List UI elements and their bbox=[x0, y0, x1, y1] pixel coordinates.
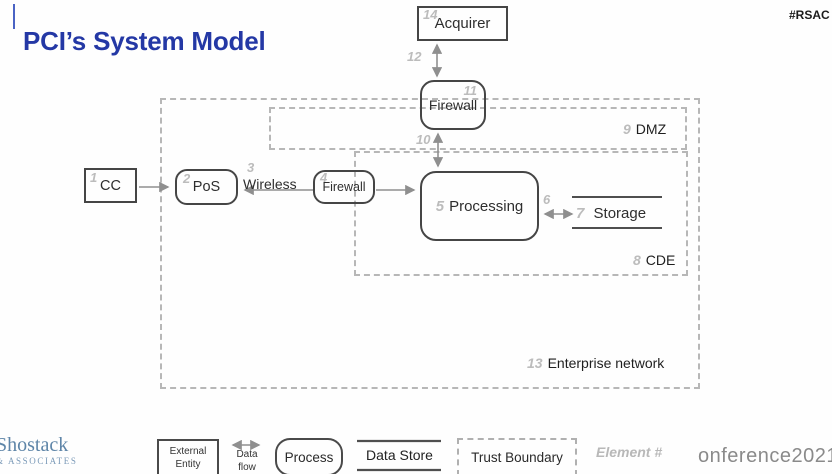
cc-label: CC bbox=[100, 177, 121, 194]
legend-data-flow-line1: Data bbox=[236, 449, 258, 460]
firewall-cde-process: 4 Firewall bbox=[313, 170, 375, 204]
firewall-dmz-element-number: 11 bbox=[463, 83, 478, 98]
firewall-cde-label: Firewall bbox=[322, 180, 366, 194]
processing-label: Processing bbox=[449, 197, 524, 215]
legend-external-entity-line2: Entity bbox=[175, 459, 201, 470]
wireless-flow-label: Wireless bbox=[243, 176, 297, 192]
cde-element-number: 8 bbox=[633, 252, 641, 268]
pos-element-number: 2 bbox=[183, 171, 191, 186]
acquirer-label: Acquirer bbox=[434, 15, 491, 32]
processing-element-number: 5 bbox=[435, 197, 445, 215]
conference-wordmark: onference2021 bbox=[698, 445, 832, 467]
accent-bar bbox=[13, 4, 15, 29]
legend-data-store-label: Data Store bbox=[366, 447, 433, 463]
legend-trust-boundary-label: Trust Boundary bbox=[471, 449, 563, 465]
legend-process: Process bbox=[275, 438, 343, 474]
enterprise-element-number: 13 bbox=[527, 355, 543, 371]
cc-external-entity: 1 CC bbox=[84, 168, 137, 203]
dmz-boundary bbox=[269, 107, 687, 150]
legend-element-number: Element # bbox=[596, 444, 663, 460]
legend-trust-boundary: Trust Boundary bbox=[457, 438, 577, 474]
legend-process-label: Process bbox=[284, 449, 334, 465]
processing-process: 5 Processing bbox=[420, 171, 539, 241]
storage-data-store: 7 Storage bbox=[576, 205, 646, 222]
pos-process: 2 PoS bbox=[175, 169, 238, 205]
rsac-hashtag: #RSAC bbox=[789, 8, 830, 22]
cde-label-text: CDE bbox=[645, 252, 676, 268]
storage-label: Storage bbox=[593, 205, 647, 222]
shostack-logo-subtitle: & ASSOCIATES bbox=[0, 456, 78, 466]
cc-element-number: 1 bbox=[90, 170, 98, 185]
legend-data-flow: Data flow bbox=[229, 449, 265, 474]
shostack-logo: Shostack & ASSOCIATES bbox=[0, 435, 77, 466]
legend-external-entity-line1: External bbox=[169, 446, 207, 457]
wireless-flow-number: 3 bbox=[247, 160, 255, 175]
dmz-label-text: DMZ bbox=[635, 121, 667, 137]
flow-6-number: 6 bbox=[543, 192, 551, 207]
legend-data-flow-line2: flow bbox=[238, 461, 256, 473]
flow-12-number: 12 bbox=[407, 49, 422, 64]
legend-external-entity: External Entity bbox=[157, 439, 219, 474]
enterprise-label-text: Enterprise network bbox=[547, 355, 665, 371]
firewall-dmz-label: Firewall bbox=[428, 97, 478, 113]
legend-data-store: Data Store bbox=[357, 447, 442, 463]
acquirer-element-number: 14 bbox=[423, 7, 438, 22]
storage-element-number: 7 bbox=[576, 205, 585, 222]
firewall-dmz-process: 11 Firewall bbox=[420, 80, 486, 130]
shostack-logo-title: Shostack bbox=[0, 434, 69, 456]
acquirer-external-entity: 14 Acquirer bbox=[417, 6, 508, 41]
dmz-element-number: 9 bbox=[623, 121, 631, 137]
pos-label: PoS bbox=[192, 179, 221, 195]
cde-boundary bbox=[354, 151, 688, 276]
flow-10-number: 10 bbox=[416, 132, 431, 147]
page-title: PCI’s System Model bbox=[23, 26, 266, 56]
enterprise-network-boundary bbox=[160, 98, 700, 389]
firewall-cde-element-number: 4 bbox=[320, 170, 328, 185]
